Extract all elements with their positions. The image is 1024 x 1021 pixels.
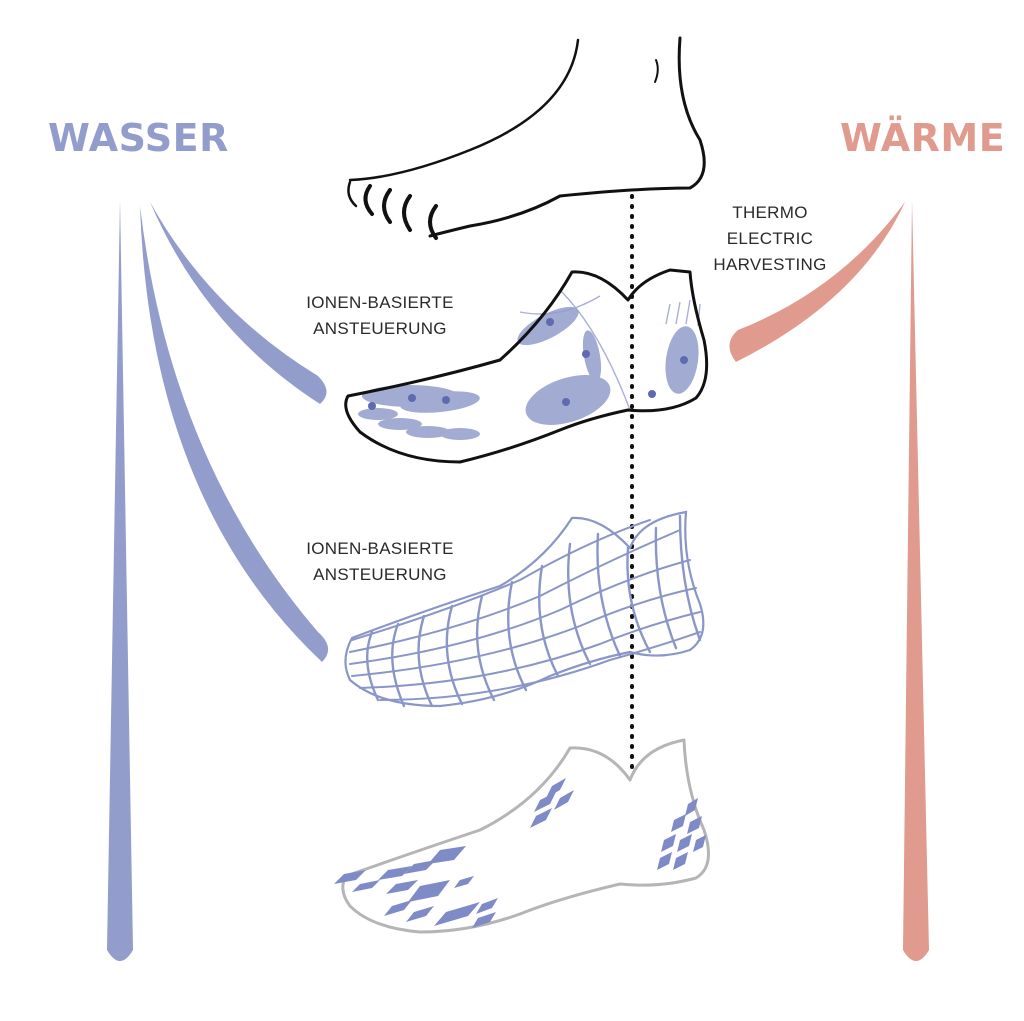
thermo-tiles-instep bbox=[530, 778, 574, 828]
water-connectors bbox=[107, 200, 329, 961]
foot-ankle-mark bbox=[654, 59, 659, 83]
heat-connectors bbox=[729, 200, 929, 961]
thermo-tiles-heel bbox=[657, 798, 706, 870]
sensor-pads bbox=[358, 306, 699, 440]
toe-1 bbox=[363, 184, 374, 216]
ion-control-label-upper-line-1: IONEN-BASIERTE bbox=[306, 293, 454, 312]
mesh-outline bbox=[344, 510, 705, 708]
thermo-harvesting-label: THERMO ELECTRIC HARVESTING bbox=[700, 200, 840, 278]
sensor-sock-illustration bbox=[344, 268, 709, 464]
foot-sole-front bbox=[347, 180, 358, 208]
foot-heel-line bbox=[428, 36, 706, 238]
sole-outline bbox=[341, 738, 710, 934]
heat-curve-to-sock bbox=[729, 202, 905, 362]
water-vertical-taper bbox=[107, 200, 133, 961]
water-curve-to-mesh bbox=[140, 206, 329, 662]
sock-outline bbox=[344, 268, 709, 464]
ion-control-label-upper: IONEN-BASIERTE ANSTEUERUNG bbox=[290, 290, 470, 342]
water-title: WASSER bbox=[48, 116, 229, 160]
water-curve-to-insole bbox=[150, 202, 327, 404]
sole-illustration bbox=[334, 738, 710, 934]
mesh-lines-transverse bbox=[366, 514, 702, 708]
thermo-tiles-forefoot bbox=[334, 846, 498, 928]
sock-hatching bbox=[519, 289, 701, 411]
thermo-label-line-2: ELECTRIC bbox=[726, 229, 814, 248]
thermo-label-line-1: THERMO bbox=[732, 203, 808, 222]
mesh-sock-illustration bbox=[344, 510, 705, 708]
toe-2 bbox=[382, 188, 392, 224]
ion-control-label-lower-line-2: ANSTEUERUNG bbox=[313, 565, 447, 584]
toe-4 bbox=[428, 204, 438, 240]
toe-3 bbox=[402, 194, 412, 232]
heat-vertical-taper bbox=[903, 200, 929, 961]
ion-control-label-upper-line-2: ANSTEUERUNG bbox=[313, 319, 447, 338]
foot-illustration bbox=[347, 36, 706, 240]
sensor-dots bbox=[368, 318, 688, 410]
ion-control-label-lower: IONEN-BASIERTE ANSTEUERUNG bbox=[290, 536, 470, 588]
foot-instep-line bbox=[348, 38, 580, 182]
heat-title: WÄRME bbox=[840, 116, 1006, 160]
thermo-label-line-3: HARVESTING bbox=[713, 255, 827, 274]
ion-control-label-lower-line-1: IONEN-BASIERTE bbox=[306, 539, 454, 558]
